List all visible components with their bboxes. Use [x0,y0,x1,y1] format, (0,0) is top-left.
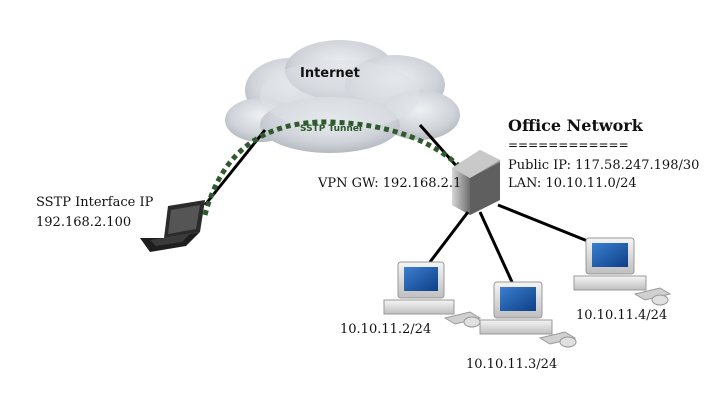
link-router-host2 [478,211,514,283]
link-cloud-router [418,124,462,171]
host-computer-1 [383,261,482,328]
office-public-ip: Public IP: 117.58.247.198/30 [508,158,700,173]
host-computer-2 [479,281,577,348]
sstp-tunnel-label: SSTP Tunnel [300,124,362,134]
office-lan: LAN: 10.10.11.0/24 [508,176,637,191]
laptop-icon [140,200,205,252]
host-computer-3 [573,237,672,306]
host-3-ip: 10.10.11.4/24 [576,308,668,323]
office-separator: ============ [508,138,629,152]
internet-label: Internet [300,66,360,81]
link-router-host3 [497,203,591,244]
office-title: Office Network [508,116,643,135]
host-2-ip: 10.10.11.3/24 [466,357,558,372]
link-router-host1 [428,211,470,263]
client-title: SSTP Interface IP [36,195,154,210]
gateway-label: VPN GW: 192.168.2.1 [318,176,462,191]
router-icon [452,150,500,215]
host-1-ip: 10.10.11.2/24 [340,322,432,337]
internet-cloud [225,40,460,153]
client-ip: 192.168.2.100 [36,215,132,230]
